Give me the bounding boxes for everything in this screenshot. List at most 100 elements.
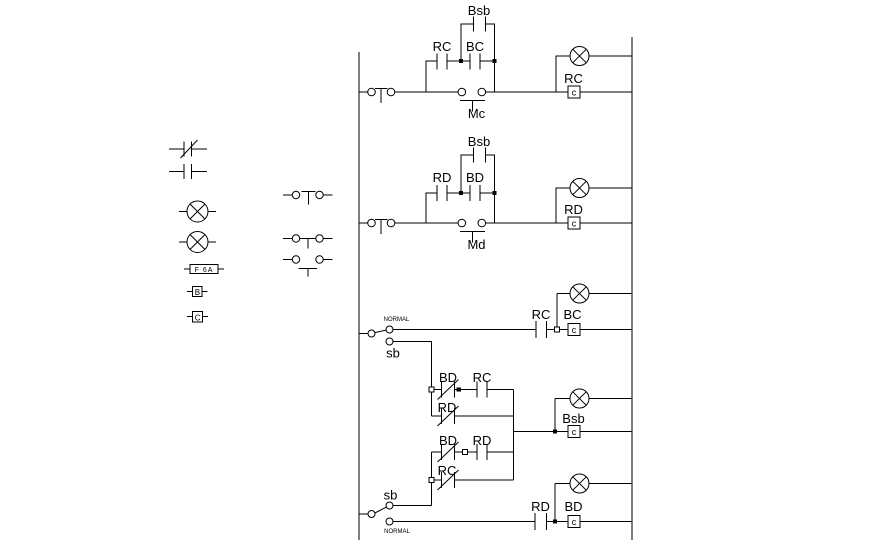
rung2-seal-loop: [460, 147, 495, 193]
lamp-branch-wires: [555, 187, 632, 223]
selector-bottom-circle: [385, 517, 394, 526]
blockB-row2-wires: [431, 472, 514, 488]
junction-node: [462, 449, 468, 455]
junction-dot: [552, 429, 558, 434]
label-rung2-coil: RD: [564, 202, 583, 217]
rung3-wires: [393, 321, 632, 338]
nc-slash: [437, 379, 459, 400]
rung-5: sb NORMAL RD BD c: [359, 473, 632, 535]
selector-top-circle: [385, 501, 394, 510]
junction-dot: [458, 58, 464, 64]
selector-bottom-circle: [385, 337, 394, 346]
nc-contact-symbol: [169, 139, 207, 159]
label-rung3-contact: RC: [532, 307, 551, 322]
lamp-cross: [189, 234, 206, 250]
label-rung5-normal: NORMAL: [384, 529, 410, 535]
junction-node: [428, 386, 435, 393]
selector-common-circle: [367, 510, 376, 518]
lamp-cross: [572, 180, 587, 196]
lamp-cross: [572, 391, 587, 406]
terminal-circle: [386, 87, 396, 97]
coil-box: [567, 425, 581, 438]
pushbutton-actuator: [299, 238, 316, 249]
pushbutton-actuator: [301, 190, 316, 205]
rung-4: Bsb c: [513, 388, 632, 438]
box-b-icon: [192, 286, 203, 297]
label-blockB-rc: RC: [438, 463, 457, 478]
junction-dot: [552, 519, 558, 524]
pushbutton-no-symbol: [283, 255, 333, 277]
coil-box: [567, 323, 581, 336]
pushbutton-nc-symbol: [283, 190, 333, 205]
terminal-circle: [367, 218, 376, 228]
rung-2: Bsb RD BD Md RD c: [359, 134, 632, 252]
terminal-circle: [457, 218, 467, 228]
label-rung3-sb: sb: [386, 346, 400, 361]
label-rung5-coil: BD: [564, 499, 582, 514]
nc-slash: [437, 441, 459, 463]
coil-box: [567, 515, 581, 528]
junction-node: [428, 477, 435, 483]
power-rails: [358, 37, 633, 540]
no-contact-wires: [169, 164, 207, 179]
blockA-row2-wires: [431, 408, 514, 424]
terminal-circle: [315, 255, 324, 264]
label-blockB-bd: BD: [439, 433, 457, 448]
junction-node: [554, 326, 560, 333]
coil-box: [567, 85, 581, 99]
label-rung5-contact: RD: [531, 499, 550, 514]
terminal-circle: [477, 87, 487, 97]
terminal-circle: [367, 87, 376, 97]
rung2-branch-wires: [425, 185, 495, 223]
label-rung4-coil-letter: c: [572, 427, 577, 437]
fuse-label: F 6A: [195, 267, 214, 274]
rung-1: Bsb RC BC Mc RC c: [359, 3, 632, 121]
label-rung4-coil: Bsb: [562, 411, 584, 426]
interlock-block-a: BD RC RD: [428, 370, 514, 480]
label-rung5-coil-letter: c: [572, 517, 577, 527]
label-rung3-coil-letter: c: [572, 325, 577, 335]
lamp-cross: [189, 203, 206, 220]
terminal-circle: [291, 255, 301, 264]
selector-common-circle: [367, 329, 376, 338]
junction-dot: [492, 58, 497, 64]
legend-symbols: F 6A B C: [169, 139, 224, 323]
junction-dot: [492, 190, 497, 196]
pushbutton-nc-actuator: [375, 87, 388, 103]
label-blockA-bd: BD: [439, 370, 457, 385]
cam-switch-actuator: [460, 100, 485, 112]
label-rung2-cam-switch: Md: [467, 237, 485, 252]
lamp-branch-wires: [556, 293, 632, 327]
device-box-c-symbol: C: [187, 311, 208, 323]
terminal-circle: [291, 234, 301, 243]
lamp-branch-wires: [555, 55, 632, 92]
nc-slash: [437, 469, 459, 491]
lamp-branch-wires: [554, 398, 632, 430]
label-blockA-rd: RD: [438, 400, 457, 415]
pushbutton-closed-symbol: [283, 234, 333, 249]
device-box-b-symbol: B: [187, 286, 208, 297]
pushbutton-nc-actuator: [375, 218, 388, 234]
label-rung2-seal: Bsb: [468, 134, 490, 149]
lamp-branch-wires: [554, 483, 632, 520]
lamp-symbol: [179, 231, 216, 253]
nc-contact-wires: [169, 141, 207, 157]
terminal-circle: [315, 190, 324, 200]
lamp-symbol: [179, 200, 216, 223]
coil-box: [567, 216, 581, 230]
terminal-circle: [315, 234, 324, 243]
rung-3: NORMAL sb RC BC c: [359, 283, 632, 416]
fuse-box: [189, 264, 219, 274]
junction-dot: [458, 190, 464, 196]
label-rung3-coil: BC: [563, 307, 581, 322]
box-b-label: B: [195, 288, 200, 297]
box-c-icon: [192, 311, 203, 323]
label-rung1-cam-switch: Mc: [468, 106, 486, 121]
no-contact-symbol: [169, 164, 207, 179]
fuse-symbol: F 6A: [184, 264, 224, 274]
label-rung1-seal: Bsb: [468, 3, 490, 18]
label-rung3-normal: NORMAL: [384, 317, 410, 323]
label-rung1-coil-letter: c: [572, 88, 577, 98]
